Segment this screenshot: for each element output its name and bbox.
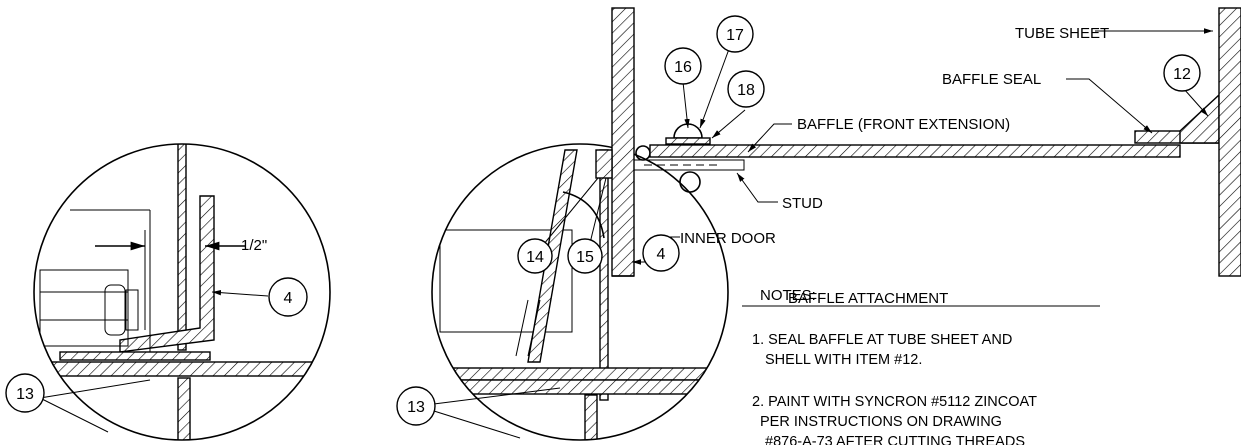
balloon-15: 15 — [567, 238, 603, 274]
svg-text:18: 18 — [737, 82, 755, 99]
note-2-line-3: #876-A-73 AFTER CUTTING THREADS — [765, 434, 1025, 445]
stud-label: STUD — [782, 195, 823, 212]
tube-sheet-label: TUBE SHEET — [1015, 25, 1109, 42]
baffle-seal-label: BAFFLE SEAL — [942, 71, 1041, 88]
svg-text:13: 13 — [16, 386, 34, 403]
notes-block: NOTES: BAFFLE ATTACHMENT 1. SEAL BAFFLE … — [742, 287, 1100, 445]
inner-door-label: INNER DOOR — [680, 230, 776, 247]
half-inch-dimension: 1/2" — [241, 237, 267, 254]
balloon-4-left: 4 — [268, 277, 308, 317]
balloon-12: 12 — [1163, 54, 1201, 92]
notes-title: BAFFLE ATTACHMENT — [788, 290, 948, 307]
shell-wall — [611, 7, 635, 277]
middle-detail-view — [417, 143, 729, 441]
balloon-18: 18 — [727, 70, 765, 108]
svg-text:4: 4 — [657, 246, 666, 263]
baffle-front-extension-label: BAFFLE (FRONT EXTENSION) — [797, 116, 1010, 133]
balloon-13-left: 13 — [5, 373, 45, 413]
baffle-front-extension — [649, 93, 1220, 158]
balloon-4-middle: 4 — [642, 234, 680, 272]
svg-text:14: 14 — [526, 249, 544, 266]
note-2-line-2: PER INSTRUCTIONS ON DRAWING — [760, 414, 1002, 430]
svg-text:15: 15 — [576, 249, 594, 266]
tube-sheet-wall — [1218, 7, 1241, 277]
note-1-line-1: 1. SEAL BAFFLE AT TUBE SHEET AND — [752, 332, 1012, 348]
svg-text:13: 13 — [407, 399, 425, 416]
svg-text:4: 4 — [284, 290, 293, 307]
leader-lines — [538, 28, 1213, 265]
stud-assembly — [595, 123, 745, 193]
notes-heading: NOTES: — [760, 287, 816, 304]
svg-text:17: 17 — [726, 27, 744, 44]
note-1-line-2: SHELL WITH ITEM #12. — [765, 352, 922, 368]
svg-text:16: 16 — [674, 59, 692, 76]
balloon-14: 14 — [517, 238, 553, 274]
left-detail-view: 1/2" — [33, 143, 331, 441]
balloon-17: 17 — [716, 15, 754, 53]
svg-text:12: 12 — [1173, 66, 1191, 83]
balloon-16: 16 — [664, 47, 702, 85]
balloon-13-middle: 13 — [396, 386, 436, 426]
note-2-line-1: 2. PAINT WITH SYNCRON #5112 ZINCOAT — [752, 394, 1037, 410]
